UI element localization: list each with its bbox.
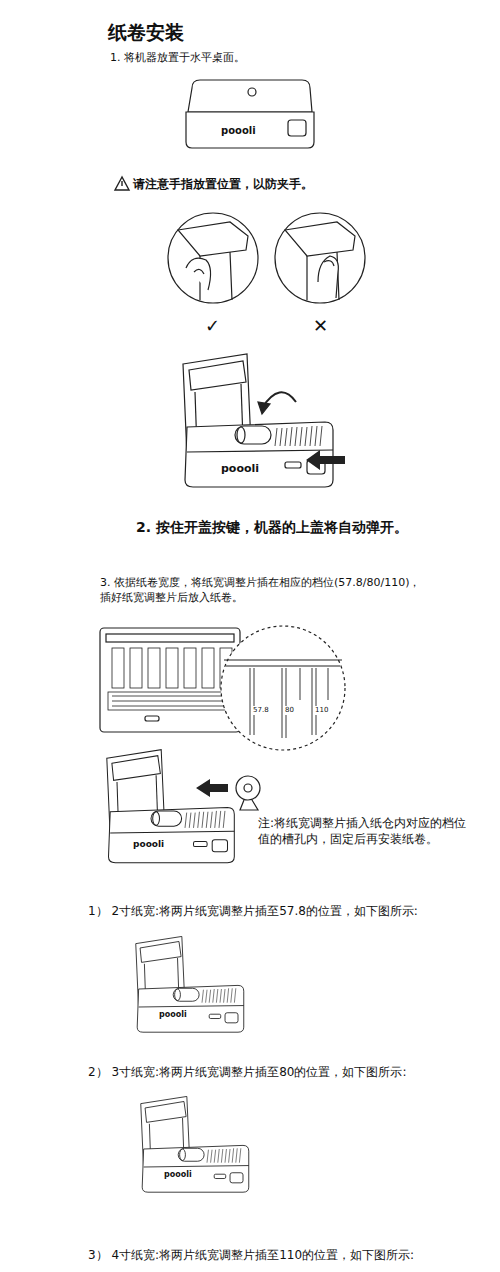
brand-label: poooli [220, 124, 257, 138]
step-text: 1. 将机器放置于水平桌面。 [110, 51, 245, 66]
open-printer [136, 936, 244, 1032]
step-text: 2） 3寸纸宽:将两片纸宽调整片插至80的位置，如下图所示: [88, 1064, 406, 1080]
open-printer [183, 354, 345, 487]
correct-mark: ✓ [205, 314, 220, 338]
page-title: 纸卷安装 [108, 20, 184, 46]
step-text: 2. 按住开盖按键，机器的上盖将自动弹开。 [136, 518, 408, 537]
brand-label: poooli [132, 838, 165, 850]
closed-printer [186, 80, 314, 148]
note-text: 注:将纸宽调整片插入纸仓内对应的档位值的槽孔内，固定后再安装纸卷。 [258, 815, 473, 847]
warning-text: 请注意手指放置位置，以防夹手。 [133, 176, 313, 192]
gauge-value: 110 [314, 706, 329, 715]
open-printer [141, 1096, 249, 1192]
open-printer [107, 750, 260, 863]
top-view [100, 626, 345, 750]
brand-label: poooli [163, 1170, 193, 1181]
step-text: 3. 依据纸卷宽度，将纸宽调整片插在相应的档位(57.8/80/110)， 插好… [100, 576, 425, 606]
gauge-value: 80 [284, 706, 295, 715]
step-text: 3） 4寸纸宽:将两片纸宽调整片插至110的位置，如下图所示: [88, 1247, 414, 1263]
brand-label: poooli [220, 462, 260, 477]
step-text: 1） 2寸纸宽:将两片纸宽调整片插至57.8的位置，如下图所示: [88, 903, 418, 919]
brand-label: poooli [158, 1010, 188, 1021]
finger-detail [168, 213, 365, 303]
gauge-value: 57.8 [252, 706, 270, 715]
warning-icon [115, 177, 129, 190]
wrong-mark: ✕ [313, 314, 328, 338]
